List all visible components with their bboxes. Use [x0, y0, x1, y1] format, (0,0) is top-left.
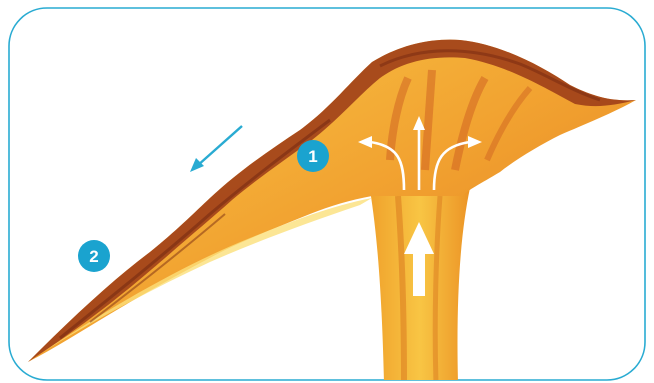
marker-2: 2: [78, 240, 110, 272]
marker-1-label: 1: [308, 147, 317, 166]
marker-1: 1: [297, 140, 329, 172]
spreading-arrow-icon: [190, 126, 242, 172]
marker-2-label: 2: [89, 247, 98, 266]
lava-dome-illustration: [28, 40, 636, 383]
lava-body: [28, 40, 636, 362]
